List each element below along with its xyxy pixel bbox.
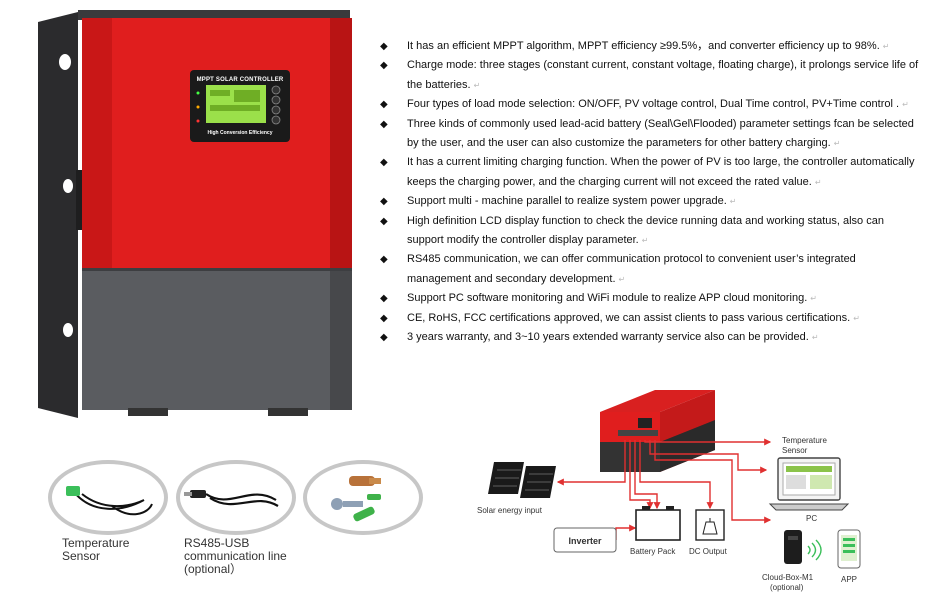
controller-side-panel [38,12,78,418]
cloud-box-label: Cloud-Box-M1 [762,573,814,582]
feature-text: It has a current limiting charging funct… [407,156,915,188]
feature-text: RS485 communication, we can offer commun… [407,253,856,285]
usb-cable-icon [184,490,279,507]
lcd-button[interactable] [271,85,281,95]
feature-text: Support PC software monitoring and WiFi … [407,292,808,305]
feature-item: ◆ Support PC software monitoring and WiFi… [380,289,920,308]
bullet-icon: ◆ [380,60,388,72]
inverter-box [553,527,617,553]
lcd-subtitle: High Conversion Efficiency [207,130,272,136]
feature-item: ◆ RS485 communication, we can offer commu… [380,250,920,289]
solar-controller-illustration: MPPT SOLAR CONTROLLER High Conversion Ef… [38,10,352,418]
bullet-icon: ◆ [380,196,388,208]
connection-diagram: Solar energy input Inverter Battery Pack… [470,370,926,597]
lcd-button[interactable] [271,95,281,105]
controller-red-cover [82,18,352,268]
terminal-lug-icon [331,476,381,522]
feature-item: ◆ It has an efficient MPPT algorithm, MPP… [380,37,920,56]
bullet-icon: ◆ [380,118,388,130]
temperature-sensor-icon [66,486,153,516]
cloud-box-icon [784,530,822,564]
accessory-label: Temperature Sensor [62,536,130,563]
accessory-terminals-and-screws [303,460,423,535]
dc-output-label: DC Output [689,547,728,556]
laptop-icon [768,457,850,511]
accessory-temperature-sensor [48,460,168,535]
feature-item: ◆ Four types of load mode selection: ON/O… [380,95,920,114]
battery-icon [635,506,681,541]
bullet-icon: ◆ [380,293,388,305]
bullet-icon: ◆ [380,215,388,227]
feature-text: 3 years warranty, and 3~10 years extende… [407,331,809,344]
pc-label: PC [806,514,817,523]
feature-list: ◆ It has an efficient MPPT algorithm, MPP… [380,37,920,348]
phone-app-icon [837,529,861,569]
feature-item: ◆ Charge mode: three stages (constant cur… [380,56,920,95]
feature-text: CE, RoHS, FCC certifications approved, w… [407,311,851,324]
feature-text: It has an efficient MPPT algorithm, MPPT… [407,40,880,52]
cloud-box-label: (optional) [770,583,804,592]
inverter-label: Inverter [568,536,602,546]
bullet-icon: ◆ [380,332,388,344]
system-connection-diagram: Solar energy input Inverter Battery Pack… [477,390,861,592]
bullet-icon: ◆ [380,41,388,52]
feature-text: Three kinds of commonly used lead-acid b… [407,117,914,150]
accessory-label: RS485-USB communication line (optional） [184,536,287,576]
feature-item: ◆ CE, RoHS, FCC certifications approved, … [380,309,920,328]
app-label: APP [841,575,857,584]
feature-text: High definition LCD display function to … [407,214,884,247]
feature-item: ◆ 3 years warranty, and 3~10 years extend… [380,328,920,347]
dc-output-lamp-icon [695,509,725,541]
solar-panel-icon [488,462,556,498]
controller-lower-section [82,268,352,410]
feature-item: ◆ Support multi - machine parallel to rea… [380,192,920,211]
solar-input-label: Solar energy input [477,506,543,515]
temp-sensor-label: Temperature [782,436,827,445]
accessory-rs485-usb-cable [176,460,296,535]
product-image: MPPT SOLAR CONTROLLER High Conversion Ef… [38,10,358,420]
feature-text: Charge mode: three stages (constant curr… [407,59,919,91]
lcd-button[interactable] [271,105,281,115]
feature-text: Four types of load mode selection: ON/OF… [407,98,900,111]
bullet-icon: ◆ [380,254,388,266]
temp-sensor-label: Sensor [782,446,808,455]
lcd-button[interactable] [271,115,281,125]
battery-label: Battery Pack [630,547,676,556]
feature-item: ◆ High definition LCD display function to… [380,212,920,251]
feature-text: Support multi - machine parallel to real… [407,195,727,208]
feature-item: ◆ It has a current limiting charging func… [380,153,920,192]
bullet-icon: ◆ [380,99,388,111]
bullet-icon: ◆ [380,312,388,324]
lcd-title: MPPT SOLAR CONTROLLER [197,77,284,83]
bullet-icon: ◆ [380,157,388,169]
feature-item: ◆ Three kinds of commonly used lead-acid … [380,115,920,154]
